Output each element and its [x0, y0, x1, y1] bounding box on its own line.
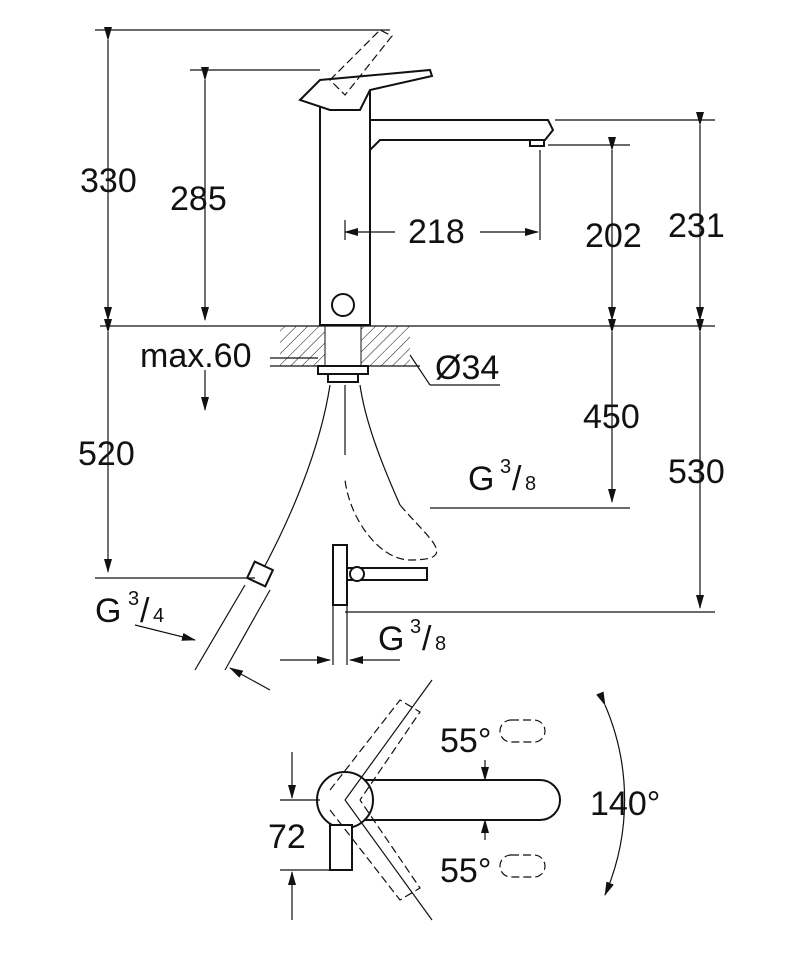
thread-slash: /: [422, 620, 432, 658]
dim-231: 231: [668, 207, 725, 245]
thread-slash: /: [140, 592, 150, 630]
dim-diameter-34: Ø34: [435, 349, 499, 387]
thread-num: 3: [128, 588, 139, 610]
thread-num: 3: [410, 616, 421, 638]
thread-base: G: [378, 620, 404, 658]
thread-label-supply-bottom: G 3 / 8: [378, 616, 446, 658]
thread-den: 8: [525, 473, 536, 495]
supply-hoses: [194, 384, 438, 671]
dim-218: 218: [408, 213, 465, 251]
dim-450: 450: [583, 398, 640, 436]
angle-total: 140°: [590, 785, 660, 823]
deck-section: [100, 325, 715, 383]
faucet-body: [298, 29, 555, 326]
dim-max-60: max.60: [140, 337, 252, 375]
dim-530: 530: [668, 453, 725, 491]
thread-label-supply-left: G 3 / 4: [95, 588, 164, 630]
dim-72: 72: [268, 818, 306, 856]
thread-label-pullout: G 3 / 8: [468, 456, 536, 498]
thread-slash: /: [512, 460, 522, 498]
dim-202: 202: [585, 217, 642, 255]
angle-lower: 55°: [440, 852, 491, 890]
top-view: [280, 679, 626, 921]
dimension-lines: [95, 27, 715, 691]
dim-520: 520: [78, 435, 135, 473]
thread-den: 8: [435, 633, 446, 655]
thread-num: 3: [500, 456, 511, 478]
angle-upper: 55°: [440, 722, 491, 760]
thread-base: G: [468, 460, 494, 498]
dim-285: 285: [170, 180, 227, 218]
dim-330: 330: [80, 162, 137, 200]
thread-den: 4: [153, 605, 164, 627]
thread-base: G: [95, 592, 121, 630]
